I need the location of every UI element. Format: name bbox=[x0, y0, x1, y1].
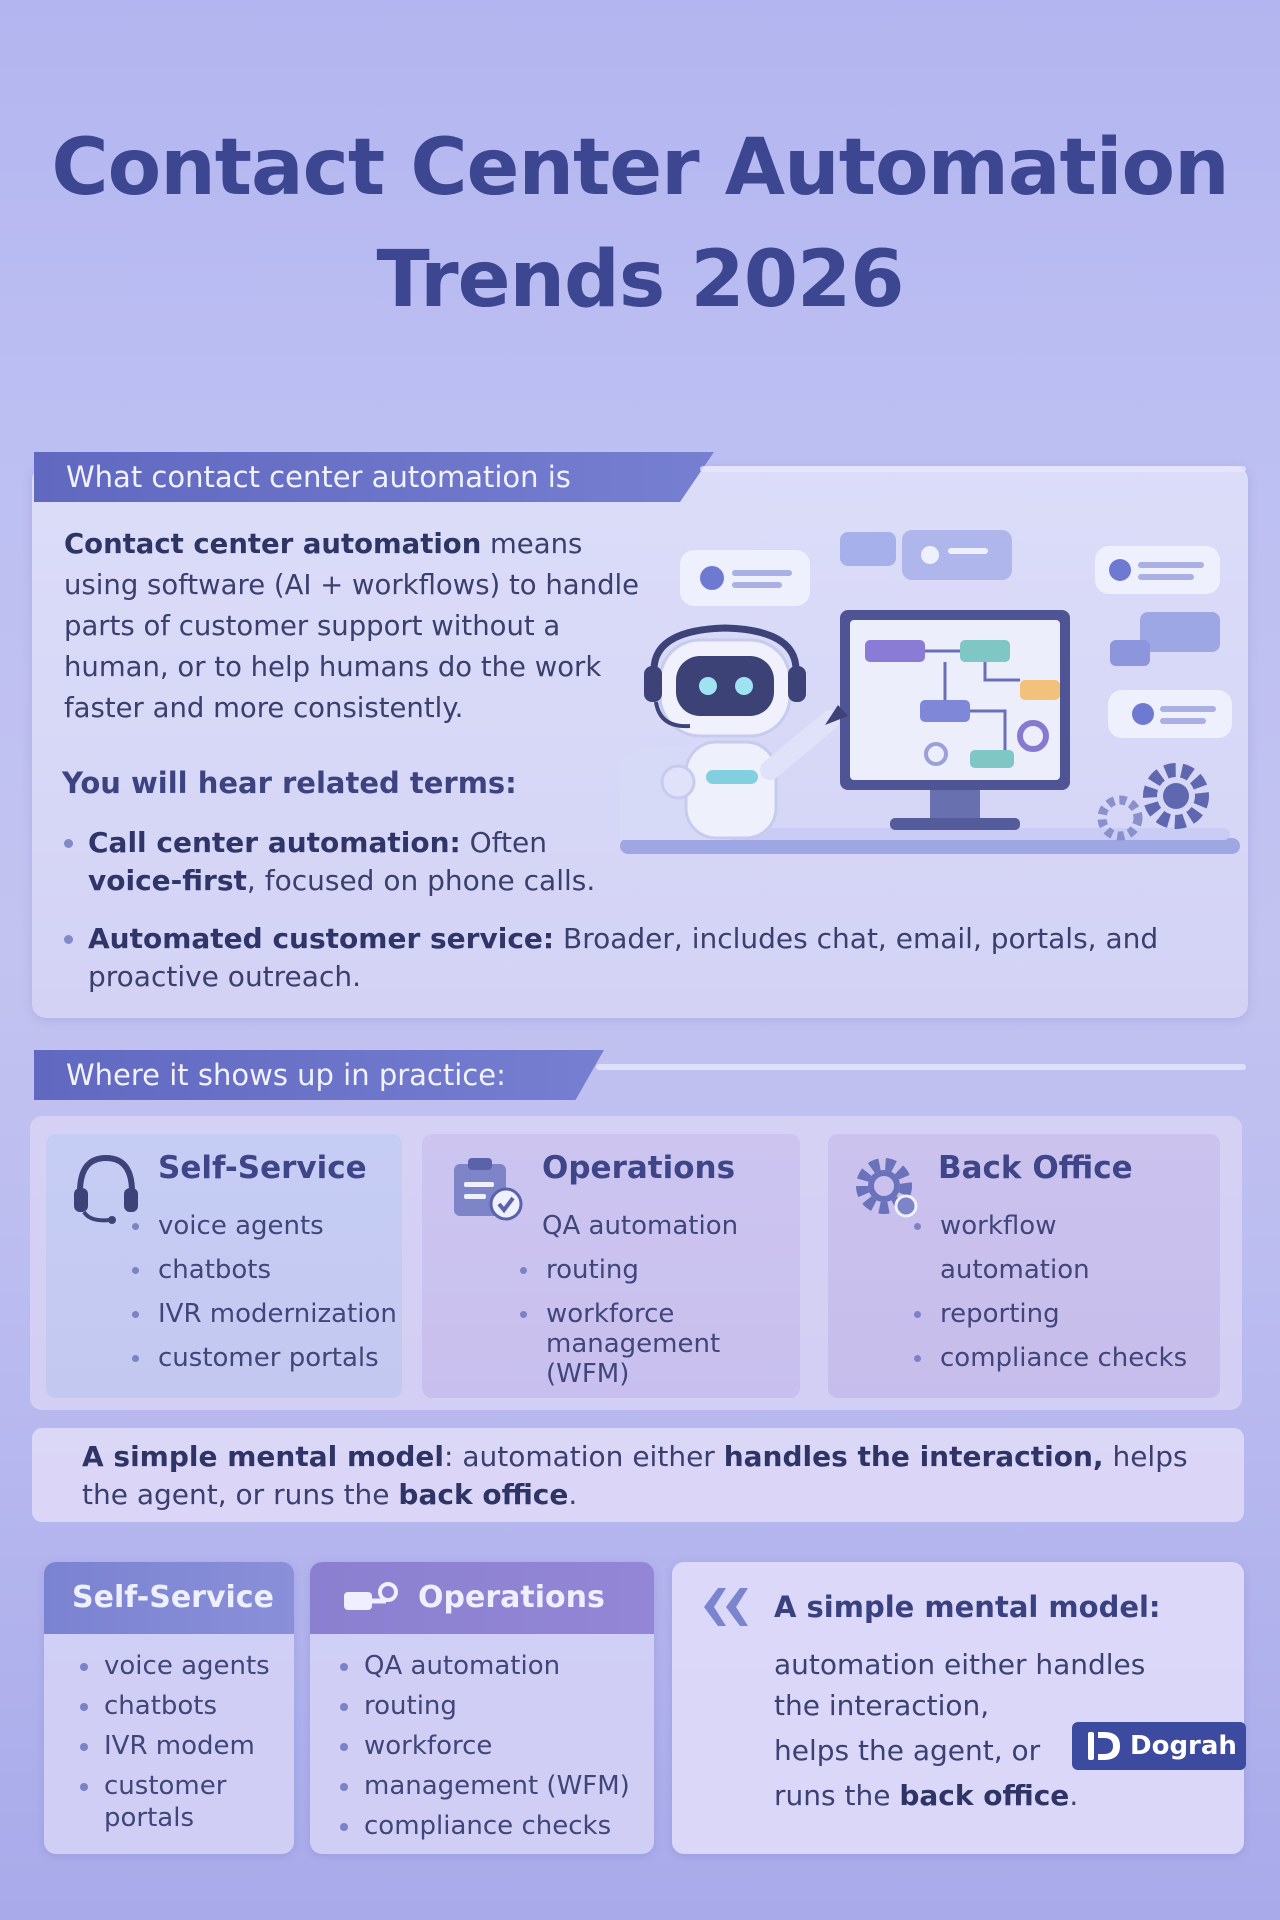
related-term-call-center: Call center automation: Often voice-firs… bbox=[62, 824, 622, 900]
list-item: compliance checks bbox=[340, 1806, 654, 1846]
desk-surface bbox=[620, 838, 1240, 854]
quote-emphasis: back office bbox=[899, 1779, 1070, 1812]
gear-icon bbox=[856, 1158, 918, 1218]
section-tab-practice: Where it shows up in practice: bbox=[34, 1050, 604, 1100]
term-label: Automated customer service: bbox=[88, 922, 555, 955]
headset-icon bbox=[74, 1154, 138, 1224]
dograh-logo: Dograh bbox=[1072, 1722, 1246, 1770]
list-item: chatbots bbox=[130, 1248, 400, 1292]
card-back-office: Back Office workflow automation reportin… bbox=[828, 1134, 1220, 1398]
card-operations: Operations QA automation routing workfor… bbox=[422, 1134, 800, 1398]
mental-model-quote-card: A simple mental model: automation either… bbox=[672, 1562, 1244, 1854]
tab-divider bbox=[596, 1064, 1246, 1070]
model-label: A simple mental model bbox=[82, 1440, 445, 1473]
summary-card-items: voice agents chatbots IVR modem customer… bbox=[44, 1634, 294, 1834]
quote-line: automation either handles the interactio… bbox=[774, 1648, 1146, 1722]
monitor-icon bbox=[840, 610, 1070, 830]
title-line-2: Trends 2026 bbox=[376, 235, 904, 325]
quote-text-part: . bbox=[1069, 1779, 1079, 1812]
model-text: : automation either bbox=[444, 1440, 724, 1473]
model-emphasis: handles the interaction, bbox=[723, 1440, 1104, 1473]
list-item: management (WFM) bbox=[340, 1766, 654, 1806]
card-title: Operations bbox=[542, 1150, 736, 1186]
list-item: customer portals bbox=[80, 1766, 294, 1834]
quote-text-part: runs the bbox=[774, 1779, 900, 1812]
term-label: Call center automation: bbox=[88, 826, 461, 859]
card-items: voice agents chatbots IVR modernization … bbox=[130, 1204, 400, 1380]
model-emphasis: back office bbox=[398, 1478, 569, 1511]
quote-title: A simple mental model: bbox=[774, 1590, 1161, 1624]
list-item: voice agents bbox=[130, 1204, 400, 1248]
list-item: workforce management (WFM) bbox=[518, 1292, 788, 1389]
logo-text: Dograh bbox=[1130, 1731, 1237, 1761]
tab-divider bbox=[700, 466, 1246, 472]
list-item: chatbots bbox=[80, 1686, 294, 1726]
list-item: compliance checks bbox=[912, 1336, 1212, 1380]
section-tab-definition: What contact center automation is bbox=[34, 452, 714, 502]
term-emphasis: voice-first bbox=[88, 864, 247, 897]
definition-text: Contact center automation means using so… bbox=[64, 524, 664, 729]
related-term-list-2: Automated customer service: Broader, inc… bbox=[62, 920, 1182, 996]
list-item: routing bbox=[340, 1686, 654, 1726]
list-item: IVR modernization bbox=[130, 1292, 400, 1336]
related-terms-heading: You will hear related terms: bbox=[62, 766, 517, 800]
connector-icon bbox=[344, 1582, 398, 1610]
related-term-list-1: Call center automation: Often voice-firs… bbox=[62, 824, 622, 900]
page-title: Contact Center Automation Trends 2026 bbox=[0, 112, 1280, 336]
summary-card-self-service: Self-Service voice agents chatbots IVR m… bbox=[44, 1562, 294, 1854]
list-item: workflow automation bbox=[912, 1204, 1212, 1292]
card-title: Self-Service bbox=[158, 1150, 367, 1186]
model-text: helps the agent, or runs the bbox=[82, 1440, 1188, 1511]
related-term-customer-service: Automated customer service: Broader, inc… bbox=[62, 920, 1182, 996]
quote-line: runs the back office. bbox=[774, 1775, 1194, 1816]
list-item: workforce bbox=[340, 1726, 654, 1766]
list-item: IVR modem bbox=[80, 1726, 294, 1766]
title-line-1: Contact Center Automation bbox=[51, 123, 1229, 213]
term-desc: Often bbox=[460, 826, 547, 859]
list-item: QA automation bbox=[340, 1646, 654, 1686]
quote-text: automation either handles the interactio… bbox=[774, 1644, 1194, 1816]
card-items: QA automation routing workforce manageme… bbox=[518, 1204, 788, 1389]
desk-top bbox=[630, 828, 1230, 840]
clipboard-check-icon bbox=[454, 1158, 523, 1221]
robot-icon bbox=[620, 624, 848, 840]
card-self-service: Self-Service voice agents chatbots IVR m… bbox=[46, 1134, 402, 1398]
mental-model-banner: A simple mental model: automation either… bbox=[32, 1428, 1244, 1522]
gear-icons bbox=[1097, 763, 1209, 841]
list-item: reporting bbox=[912, 1292, 1212, 1336]
list-item: customer portals bbox=[130, 1336, 400, 1380]
term-desc-2: , focused on phone calls. bbox=[246, 864, 596, 897]
list-item: routing bbox=[518, 1248, 788, 1292]
chat-bubble-icons bbox=[680, 530, 1232, 738]
list-item: voice agents bbox=[80, 1646, 294, 1686]
model-text: . bbox=[568, 1478, 578, 1511]
quote-icon bbox=[704, 1588, 748, 1626]
dograh-logo-mark-icon bbox=[1088, 1732, 1120, 1760]
summary-card-operations: Operations QA automation routing workfor… bbox=[310, 1562, 654, 1854]
card-title: Back Office bbox=[938, 1150, 1133, 1186]
quote-line: helps the agent, or bbox=[774, 1734, 1041, 1767]
card-items: workflow automation reporting compliance… bbox=[912, 1204, 1212, 1380]
list-item: QA automation bbox=[542, 1211, 739, 1241]
term-desc: Broader, includes chat, email, portals, … bbox=[88, 922, 1159, 993]
summary-card-title: Self-Service bbox=[44, 1562, 294, 1634]
definition-term: Contact center automation bbox=[64, 528, 482, 560]
definition-body: means using software (AI + workflows) to… bbox=[64, 528, 640, 724]
robot-illustration bbox=[620, 530, 1240, 854]
summary-card-items: QA automation routing workforce manageme… bbox=[310, 1634, 654, 1846]
